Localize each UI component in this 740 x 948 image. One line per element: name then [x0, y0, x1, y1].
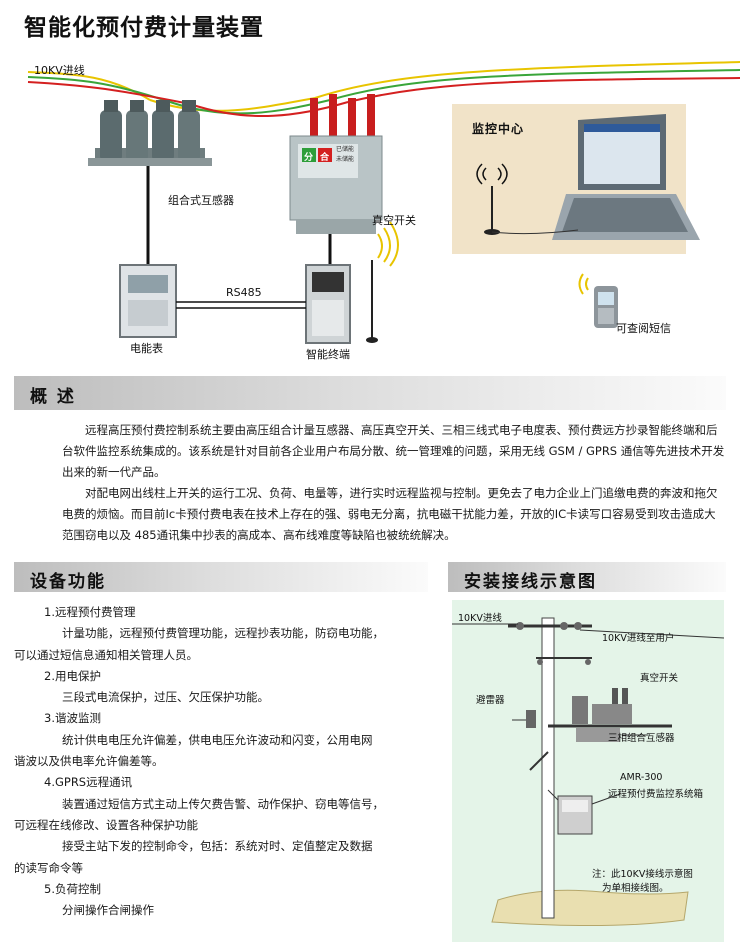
functions-header: 设备功能 [14, 562, 428, 592]
install-incoming-label: 10KV进线 [458, 613, 502, 624]
function-line: 的读写命令等 [14, 860, 83, 875]
combined-transformer-label: 组合式互感器 [168, 194, 234, 207]
overview-header: 概 述 [14, 376, 726, 410]
function-line: 2.用电保护 [44, 668, 101, 683]
overview-paragraph-2: 对配电网出线柱上开关的运行工况、负荷、电量等，进行实时远程监视与控制。更免去了电… [62, 486, 718, 542]
function-line: 计量功能，远程预付费管理功能，远程抄表功能，防窃电功能， [62, 626, 384, 641]
meter-label: 电能表 [130, 342, 163, 355]
laptop-icon [552, 114, 700, 240]
install-to-user-label: 10KV进线至用户 [602, 633, 675, 644]
sms-query-label: 可查阅短信 [616, 322, 671, 335]
overview-text: 远程高压预付费控制系统主要由高压组合计量互感器、高压真空开关、三相三线式电子电度… [62, 420, 726, 546]
overview-heading: 概 述 [30, 387, 76, 407]
function-line: 1.远程预付费管理 [44, 605, 136, 619]
function-line: 5.负荷控制 [44, 881, 101, 896]
smart-terminal-icon [305, 264, 351, 344]
combined-transformer-icon [88, 100, 212, 166]
install-diagram-art [452, 617, 724, 927]
mobile-phone-icon [578, 273, 618, 328]
switch-note-charged: 已储能 [336, 146, 355, 153]
function-line: 分闸操作合闸操作 [62, 903, 154, 918]
install-amr-model: AMR-300 [620, 772, 663, 783]
install-note-line1: 注：此10KV接线示意图 [592, 869, 693, 880]
install-note-line2: 为单相接线图。 [602, 883, 669, 894]
vacuum-switch-label: 真空开关 [372, 214, 416, 227]
overview-paragraph-1: 远程高压预付费控制系统主要由高压组合计量互感器、高压真空开关、三相三线式电子电度… [62, 423, 725, 479]
function-line: 统计供电电压允许偏差，供电电压允许波动和闪变，公用电网 [62, 732, 373, 747]
function-line: 3.谐波监测 [44, 711, 101, 726]
incoming-wires [27, 61, 740, 117]
switch-note-uncharged: 未储能 [336, 156, 355, 163]
install-arrester-label: 避雷器 [476, 695, 505, 706]
install-diagram: 10KV进线 10KV进线至用户 真空开关 避雷器 三相组合互感器 AMR-30… [452, 600, 724, 942]
install-transformer-label: 三相组合互感器 [608, 733, 675, 744]
switch-open-label: 分 [304, 153, 314, 163]
incoming-line-label: 10KV进线 [34, 64, 85, 77]
system-diagram-art [27, 61, 740, 344]
function-line: 可以通过短信息通知相关管理人员。 [14, 647, 198, 662]
function-line: 4.GPRS远程通讯 [44, 775, 133, 790]
vacuum-switch-icon [289, 94, 383, 234]
rs485-label: RS485 [226, 286, 262, 299]
page-title: 智能化预付费计量装置 [24, 15, 264, 41]
function-line: 可远程在线修改、设置各种保护功能 [14, 817, 198, 832]
function-line: 装置通过短信方式主动上传欠费告警、动作保护、窃电等信号， [62, 796, 384, 811]
functions-list: 1.远程预付费管理计量功能，远程预付费管理功能，远程抄表功能，防窃电功能， 可以通… [14, 602, 444, 921]
install-amr-box-label: 远程预付费监控系统箱 [608, 789, 704, 800]
function-line: 接受主站下发的控制命令，包括：系统对时、定值整定及数据 [62, 839, 373, 854]
smart-terminal-label: 智能终端 [306, 348, 350, 361]
functions-heading: 设备功能 [30, 572, 106, 592]
function-line: 谐波以及供电率允许偏差等。 [14, 754, 164, 769]
install-heading: 安装接线示意图 [464, 572, 597, 592]
energy-meter-icon [119, 264, 177, 338]
function-line: 三段式电流保护，过压、欠压保护功能。 [62, 690, 269, 705]
system-diagram: 10KV进线 组合式互感器 真空开关 分 合 已储能 未储能 电能表 RS485… [0, 40, 740, 370]
install-header: 安装接线示意图 [448, 562, 726, 592]
monitor-center-label: 监控中心 [472, 122, 525, 136]
install-vacuum-switch-label: 真空开关 [640, 673, 679, 684]
switch-close-label: 合 [320, 153, 330, 163]
